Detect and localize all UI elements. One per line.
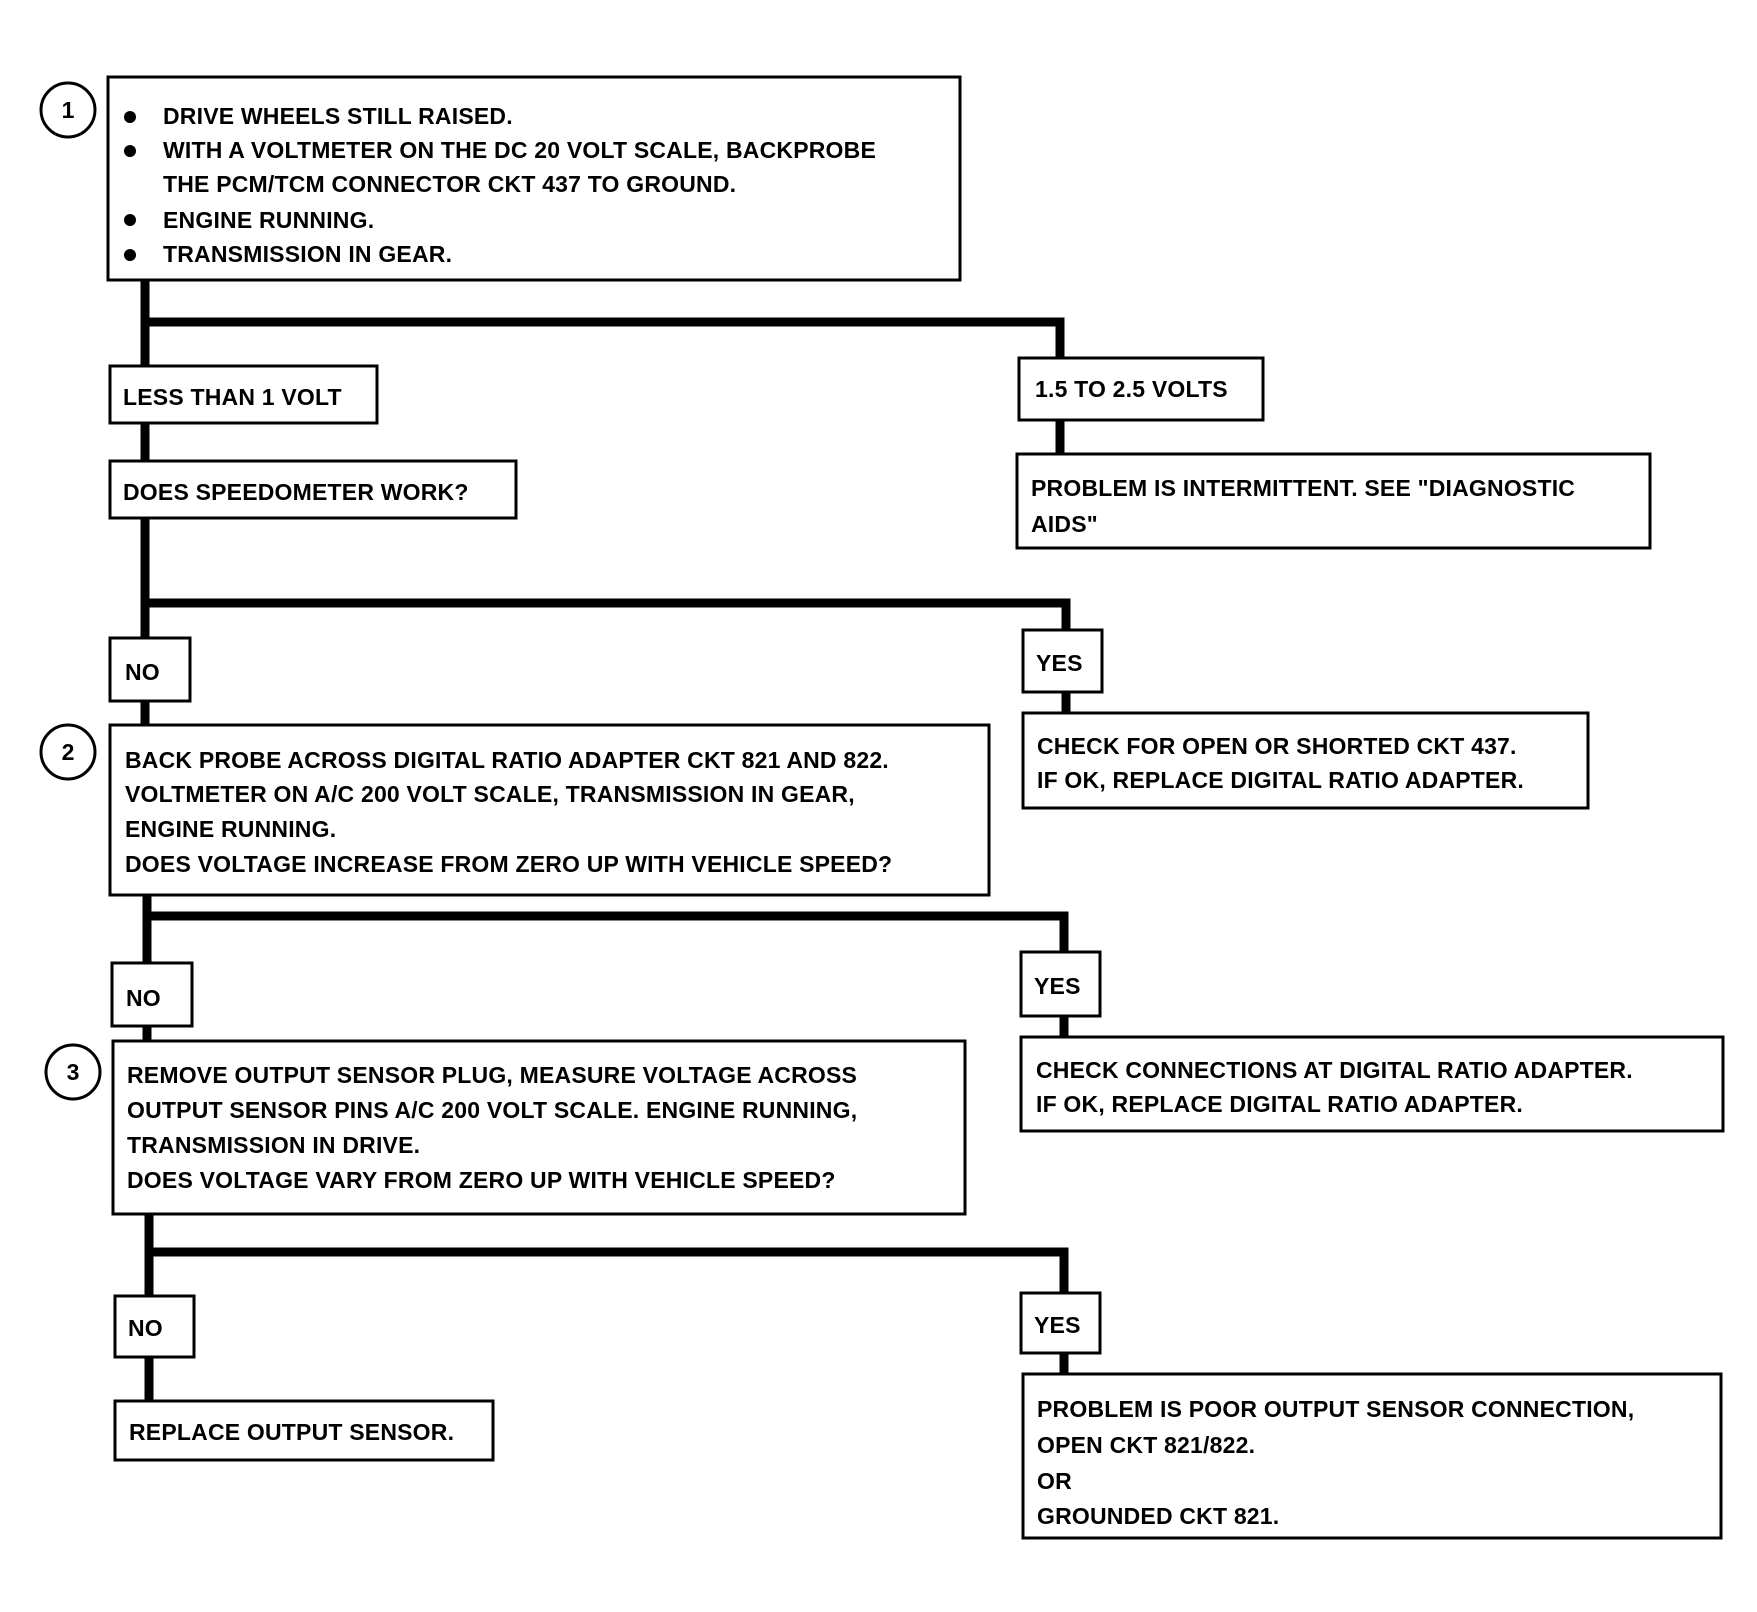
connectors (140, 280, 1071, 1406)
step2-box (108, 723, 991, 897)
step2-group: 2 BACK PROBE ACROSS DIGITAL RATIO ADAPTE… (39, 723, 991, 897)
label-less-than-1-volt: LESS THAN 1 VOLT (123, 384, 342, 410)
result-poor-connection-line-1: PROBLEM IS POOR OUTPUT SENSOR CONNECTION… (1037, 1396, 1634, 1422)
step1-group: 1 DRIVE WHEELS STILL RAISED. WITH A VOLT… (39, 75, 962, 282)
bullet-dot (124, 249, 136, 261)
step1-box (106, 75, 962, 282)
bullet-dot (124, 145, 136, 157)
label-1-5-to-2-5-volts: 1.5 TO 2.5 VOLTS (1035, 376, 1228, 402)
label-yes-1: YES (1036, 650, 1083, 676)
step1-bullet-1: DRIVE WHEELS STILL RAISED. (163, 103, 513, 129)
step2-line-1: BACK PROBE ACROSS DIGITAL RATIO ADAPTER … (125, 747, 889, 773)
result-replace-output-sensor: REPLACE OUTPUT SENSOR. (129, 1419, 454, 1445)
step3-box (111, 1039, 967, 1216)
question-box-speedometer (108, 459, 518, 520)
result-intermittent-line-2: AIDS" (1031, 511, 1098, 537)
bullet-dot (124, 111, 136, 123)
result-check-ckt-437-line-2: IF OK, REPLACE DIGITAL RATIO ADAPTER. (1037, 767, 1524, 793)
step2-number-circle (39, 723, 97, 781)
result-box-check-connections (1019, 1035, 1725, 1133)
label-box-no-2 (110, 961, 194, 1028)
label-box-no-1 (108, 636, 192, 703)
label-box-yes-2 (1019, 950, 1102, 1018)
result-check-ckt-437-line-1: CHECK FOR OPEN OR SHORTED CKT 437. (1037, 733, 1517, 759)
question-speedometer: DOES SPEEDOMETER WORK? (123, 479, 469, 505)
step2-line-4: DOES VOLTAGE INCREASE FROM ZERO UP WITH … (125, 851, 892, 877)
result-intermittent-line-1: PROBLEM IS INTERMITTENT. SEE "DIAGNOSTIC (1031, 475, 1575, 501)
step1-bullet-3: ENGINE RUNNING. (163, 207, 374, 233)
result-box-intermittent (1015, 452, 1652, 550)
bullet-dot (124, 214, 136, 226)
step2-line-2: VOLTMETER ON A/C 200 VOLT SCALE, TRANSMI… (125, 781, 855, 807)
label-box-1-5-to-2-5-volts (1017, 356, 1265, 422)
label-box-no-3 (113, 1294, 196, 1359)
step3-line-2: OUTPUT SENSOR PINS A/C 200 VOLT SCALE. E… (127, 1097, 857, 1123)
step1-bullet-2: WITH A VOLTMETER ON THE DC 20 VOLT SCALE… (163, 137, 876, 163)
step3-number-circle (44, 1043, 102, 1101)
result-box-check-ckt-437 (1021, 711, 1590, 810)
result-check-connections-line-1: CHECK CONNECTIONS AT DIGITAL RATIO ADAPT… (1036, 1057, 1633, 1083)
label-no-3: NO (128, 1315, 163, 1341)
label-box-less-than-1-volt (108, 364, 379, 425)
label-box-yes-3 (1019, 1291, 1102, 1355)
label-box-yes-1 (1021, 628, 1104, 694)
result-check-connections-line-2: IF OK, REPLACE DIGITAL RATIO ADAPTER. (1036, 1091, 1523, 1117)
step2-number: 2 (62, 739, 75, 765)
step1-bullet-2-cont: THE PCM/TCM CONNECTOR CKT 437 TO GROUND. (163, 171, 736, 197)
step3-number: 3 (67, 1059, 80, 1085)
result-box-poor-connection (1021, 1372, 1723, 1540)
step3-line-4: DOES VOLTAGE VARY FROM ZERO UP WITH VEHI… (127, 1167, 836, 1193)
step3-line-3: TRANSMISSION IN DRIVE. (127, 1132, 420, 1158)
label-yes-3: YES (1034, 1312, 1081, 1338)
step1-number-circle (39, 81, 97, 139)
step2-line-3: ENGINE RUNNING. (125, 816, 336, 842)
result-poor-connection-line-4: GROUNDED CKT 821. (1037, 1503, 1279, 1529)
label-no-2: NO (126, 985, 161, 1011)
step3-group: 3 REMOVE OUTPUT SENSOR PLUG, MEASURE VOL… (44, 1039, 967, 1216)
result-poor-connection-line-3: OR (1037, 1468, 1072, 1494)
result-poor-connection-line-2: OPEN CKT 821/822. (1037, 1432, 1255, 1458)
label-yes-2: YES (1034, 973, 1081, 999)
step1-number: 1 (62, 97, 75, 123)
step1-bullet-4: TRANSMISSION IN GEAR. (163, 241, 452, 267)
step3-line-1: REMOVE OUTPUT SENSOR PLUG, MEASURE VOLTA… (127, 1062, 857, 1088)
result-box-replace-output-sensor (113, 1399, 495, 1462)
label-no-1: NO (125, 659, 160, 685)
